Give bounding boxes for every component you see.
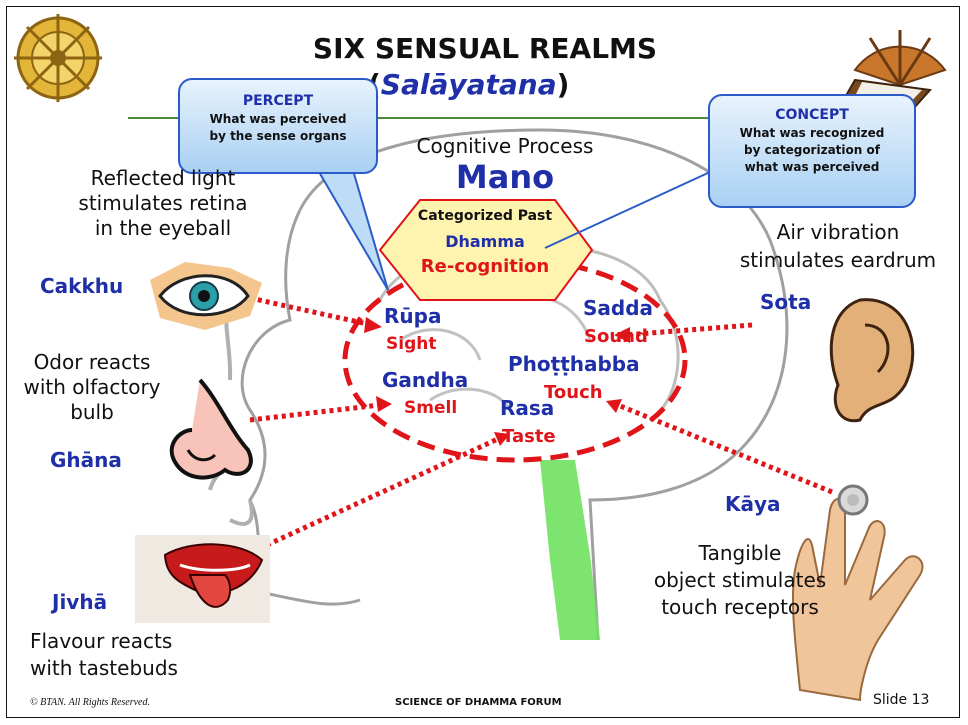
nose-desc-line2: with olfactory <box>12 375 172 400</box>
sight-label: Sight <box>386 334 436 354</box>
brain-stem <box>540 460 600 640</box>
concept-line3: what was perceived <box>710 160 914 174</box>
subtitle-close-paren: ) <box>557 68 570 101</box>
hexagon-line1: Categorized Past <box>400 208 570 224</box>
tongue-icon <box>135 535 270 623</box>
rasa-label: Rasa <box>500 396 554 420</box>
ear-icon <box>831 300 912 421</box>
eye-icon <box>150 262 262 330</box>
sota-label: Sota <box>760 290 811 314</box>
percept-line2: by the sense organs <box>180 129 376 143</box>
ear-desc-line1: Air vibration <box>718 218 958 246</box>
eye-desc-line1: Reflected light <box>58 166 268 191</box>
body-description: Tangible object stimulates touch recepto… <box>640 540 840 621</box>
subtitle-row: (Salāyatana) <box>368 68 569 101</box>
hexagon-line3: Re-cognition <box>400 256 570 277</box>
footer-forum: SCIENCE OF DHAMMA FORUM <box>395 697 562 708</box>
body-desc-line1: Tangible <box>640 540 840 567</box>
tongue-description: Flavour reacts with tastebuds <box>30 628 178 682</box>
percept-title: PERCEPT <box>180 93 376 109</box>
nose-desc-line3: bulb <box>12 400 172 425</box>
page-subtitle: Salāyatana <box>381 68 557 101</box>
body-desc-line2: object stimulates <box>640 567 840 594</box>
percept-callout: PERCEPT What was perceived by the sense … <box>178 78 378 174</box>
jivha-label: Jivhā <box>52 590 107 614</box>
nose-icon <box>172 380 251 478</box>
slide-number: Slide 13 <box>873 692 929 708</box>
kaya-label: Kāya <box>725 492 781 516</box>
tongue-desc-line1: Flavour reacts <box>30 628 178 655</box>
ghana-label: Ghāna <box>50 448 122 472</box>
tongue-desc-line2: with tastebuds <box>30 655 178 682</box>
concept-title: CONCEPT <box>710 107 914 123</box>
footer-copyright: © BTAN. All Rights Reserved. <box>30 697 150 708</box>
concept-line1: What was recognized <box>710 126 914 140</box>
concept-callout: CONCEPT What was recognized by categoriz… <box>708 94 916 208</box>
eye-desc-line2: stimulates retina <box>58 191 268 216</box>
photthabba-label: Phoṭṭhabba <box>508 352 640 376</box>
ear-desc-line2: stimulates eardrum <box>718 246 958 274</box>
taste-label: Taste <box>502 426 556 447</box>
eye-description: Reflected light stimulates retina in the… <box>58 166 268 241</box>
eye-desc-line3: in the eyeball <box>58 216 268 241</box>
cakkhu-label: Cakkhu <box>40 274 123 298</box>
smell-label: Smell <box>404 398 457 418</box>
dharma-wheel-icon <box>14 14 102 102</box>
sadda-label: Sadda <box>583 296 653 320</box>
mano-label: Mano <box>425 158 585 196</box>
percept-tail <box>312 160 388 290</box>
percept-line1: What was perceived <box>180 112 376 126</box>
sound-label: Sound <box>584 326 648 347</box>
concept-line2: by categorization of <box>710 143 914 157</box>
body-desc-line3: touch receptors <box>640 594 840 621</box>
rupa-label: Rūpa <box>384 304 441 328</box>
ear-description: Air vibration stimulates eardrum <box>718 218 958 274</box>
nose-desc-line1: Odor reacts <box>12 350 172 375</box>
nose-description: Odor reacts with olfactory bulb <box>12 350 172 425</box>
page-title: SIX SENSUAL REALMS <box>250 32 720 65</box>
gandha-label: Gandha <box>382 368 468 392</box>
hexagon-line2: Dhamma <box>400 232 570 251</box>
cognitive-process-label: Cognitive Process <box>395 134 615 158</box>
